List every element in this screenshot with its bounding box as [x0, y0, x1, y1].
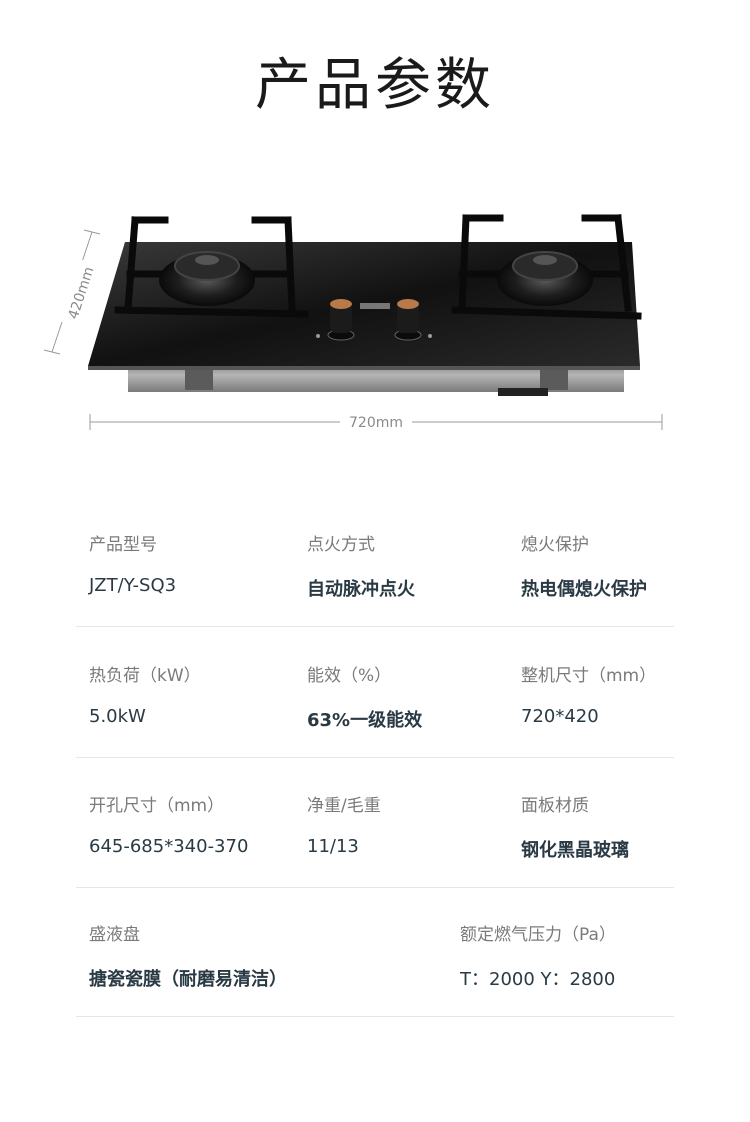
spec-label: 净重/毛重 — [307, 796, 381, 816]
left-knob — [327, 299, 355, 341]
spec-label: 整机尺寸（mm） — [521, 666, 657, 686]
spec-value: T：2000 Y：2800 — [460, 969, 616, 990]
spec-row-1: 产品型号 JZT/Y-SQ3 点火方式 自动脉冲点火 熄火保护 热电偶熄火保护 — [76, 530, 674, 627]
spec-value: 搪瓷瓷膜（耐磨易清洁） — [89, 969, 287, 990]
spec-label: 盛液盘 — [89, 925, 140, 945]
right-burner — [451, 214, 642, 320]
spec-flameout-protection: 熄火保护 热电偶熄火保护 — [521, 530, 647, 601]
spec-label: 熄火保护 — [521, 535, 589, 555]
height-dimension: 420mm — [43, 229, 101, 355]
spec-label: 面板材质 — [521, 796, 589, 816]
spec-gas-pressure: 额定燃气压力（Pa） T：2000 Y：2800 — [460, 920, 616, 991]
spec-row-2: 热负荷（kW） 5.0kW 能效（%） 63%一级能效 整机尺寸（mm） 720… — [76, 661, 674, 758]
spec-label: 热负荷（kW） — [89, 666, 201, 686]
left-burner — [114, 216, 309, 318]
spec-cutout-size: 开孔尺寸（mm） 645-685*340-370 — [89, 791, 248, 857]
spec-row-3: 开孔尺寸（mm） 645-685*340-370 净重/毛重 11/13 面板材… — [76, 791, 674, 888]
spec-overall-size: 整机尺寸（mm） 720*420 — [521, 661, 656, 727]
product-figure: 420mm — [0, 190, 750, 450]
page-title: 产品参数 — [255, 53, 495, 118]
spec-value: 720*420 — [521, 706, 599, 727]
spec-value: 63%一级能效 — [307, 710, 423, 731]
spec-heat-load: 热负荷（kW） 5.0kW — [89, 661, 201, 727]
spec-value: JZT/Y-SQ3 — [89, 575, 177, 596]
width-label: 720mm — [349, 415, 403, 431]
spec-value: 自动脉冲点火 — [307, 579, 415, 600]
spec-ignition: 点火方式 自动脉冲点火 — [307, 530, 415, 601]
spec-row-4: 盛液盘 搪瓷瓷膜（耐磨易清洁） 额定燃气压力（Pa） T：2000 Y：2800 — [76, 920, 674, 1017]
width-dimension: 720mm — [89, 412, 663, 432]
spec-drip-tray: 盛液盘 搪瓷瓷膜（耐磨易清洁） — [89, 920, 287, 991]
spec-value: 钢化黑晶玻璃 — [521, 840, 629, 861]
spec-value: 5.0kW — [89, 706, 146, 727]
spec-efficiency: 能效（%） 63%一级能效 — [307, 661, 422, 732]
cooktop-illustration: 420mm — [43, 214, 663, 432]
brand-logo — [360, 303, 390, 309]
spec-label: 点火方式 — [307, 535, 375, 555]
spec-label: 产品型号 — [89, 535, 157, 555]
spec-value: 热电偶熄火保护 — [521, 579, 647, 600]
spec-label: 额定燃气压力（Pa） — [460, 925, 616, 945]
spec-weight: 净重/毛重 11/13 — [307, 791, 381, 857]
spec-model: 产品型号 JZT/Y-SQ3 — [89, 530, 176, 596]
spec-label: 能效（%） — [307, 666, 392, 686]
spec-value: 11/13 — [307, 836, 359, 857]
spec-label: 开孔尺寸（mm） — [89, 796, 225, 816]
spec-panel-material: 面板材质 钢化黑晶玻璃 — [521, 791, 629, 862]
right-knob — [394, 299, 422, 341]
spec-value: 645-685*340-370 — [89, 836, 249, 857]
